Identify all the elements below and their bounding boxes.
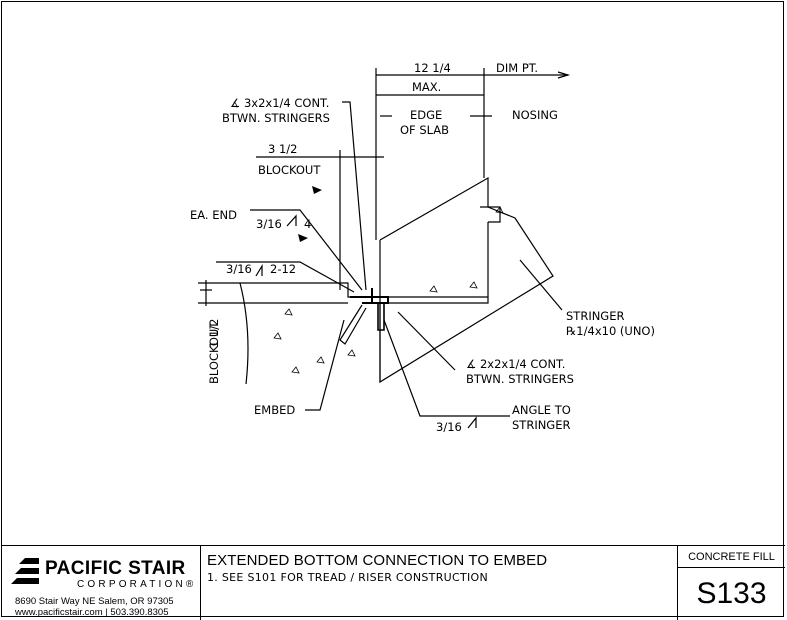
dim-pt-label: DIM PT. xyxy=(496,61,538,75)
weld-symbol-3 xyxy=(467,416,477,429)
leader-weld-2-12 xyxy=(216,261,355,293)
btwn-stringers-label-1: BTWN. STRINGERS xyxy=(222,111,330,125)
sheet-info: CONCRETE FILL S133 xyxy=(678,546,785,620)
sheet-category: CONCRETE FILL xyxy=(678,546,785,568)
weld-symbol-1 xyxy=(286,214,297,227)
embed-anchor xyxy=(339,304,367,345)
leader-angle-to xyxy=(383,319,510,417)
field-flag-2 xyxy=(298,234,308,242)
leader-embed xyxy=(305,319,345,411)
angle-to-label: ANGLE TO xyxy=(512,403,571,417)
edge-label: EDGE xyxy=(410,108,442,122)
embed-angle xyxy=(350,296,389,304)
angle-2x2-label: ∡ 2x2x1/4 CONT. xyxy=(466,357,565,371)
company-address: 8690 Stair Way NE Salem, OR 97305 xyxy=(15,596,174,607)
blockout-top-label: BLOCKOUT xyxy=(258,163,321,177)
dim-3-1-2: 3 1/2 xyxy=(268,142,297,156)
leader-angle-2x2 xyxy=(397,311,456,371)
nosing-label: NOSING xyxy=(512,108,558,122)
stringer-outline xyxy=(379,176,554,384)
leader-stringer xyxy=(519,259,563,311)
company-logo-block: PACIFIC STAIR CORPORATION® 8690 Stair Wa… xyxy=(1,546,201,620)
stringer-label: STRINGER xyxy=(566,309,624,323)
sheet-number: S133 xyxy=(696,577,767,610)
registered-mark: ® xyxy=(185,579,197,590)
ea-end-label: EA. END xyxy=(190,208,237,222)
of-slab-label: OF SLAB xyxy=(400,123,449,137)
dim-max: MAX. xyxy=(412,80,441,94)
company-name: PACIFIC STAIR xyxy=(45,558,186,579)
weld-4: 4 xyxy=(304,217,311,231)
concrete-hatch xyxy=(273,206,504,374)
drawing-note: 1. SEE S101 FOR TREAD / RISER CONSTRUCTI… xyxy=(207,571,489,584)
stringer-size-label: ℞1/4x10 (UNO) xyxy=(566,324,655,338)
company-web-phone: www.pacificstair.com | 503.390.8305 xyxy=(15,607,169,618)
title-area: EXTENDED BOTTOM CONNECTION TO EMBED 1. S… xyxy=(201,546,678,620)
angle-3x2-label: ∡ 3x2x1/4 CONT. xyxy=(230,96,329,110)
btwn-stringers-label-2: BTWN. STRINGERS xyxy=(466,372,574,386)
company-sub: CORPORATION® xyxy=(77,579,196,590)
company-sub-text: CORPORATION xyxy=(77,579,186,590)
slab-break-line xyxy=(239,282,249,385)
angle-2x2 xyxy=(377,303,385,331)
weld-3-16-angle: 3/16 xyxy=(436,420,462,434)
field-flag-1 xyxy=(312,186,322,194)
weld-symbol-2 xyxy=(255,263,263,277)
embed-label: EMBED xyxy=(254,403,295,417)
slab-top-line xyxy=(198,282,489,304)
weld-3-16-first: 3/16 xyxy=(256,217,282,231)
stair-logo-icon xyxy=(11,558,39,584)
blockout-side-label: BLOCKOUT xyxy=(207,321,221,384)
dim-12-1-4: 12 1/4 xyxy=(414,61,451,75)
weld-3-16-second: 3/16 xyxy=(226,262,252,276)
dim-arrow xyxy=(557,71,571,79)
drawing-title: EXTENDED BOTTOM CONNECTION TO EMBED xyxy=(207,552,548,569)
title-block: PACIFIC STAIR CORPORATION® 8690 Stair Wa… xyxy=(1,545,785,620)
weld-2-12: 2-12 xyxy=(270,262,296,276)
stringer-label-2: STRINGER xyxy=(512,418,570,432)
detail-drawing: 12 1/4 MAX. DIM PT. ∡ 3x2x1/4 CONT. BTWN… xyxy=(190,61,655,434)
dim-1-1-2: 1 1/2 xyxy=(207,319,221,348)
nosing-detail xyxy=(480,206,501,223)
leader-ea-end xyxy=(250,209,363,291)
leader-angle-3x2 xyxy=(342,101,367,291)
